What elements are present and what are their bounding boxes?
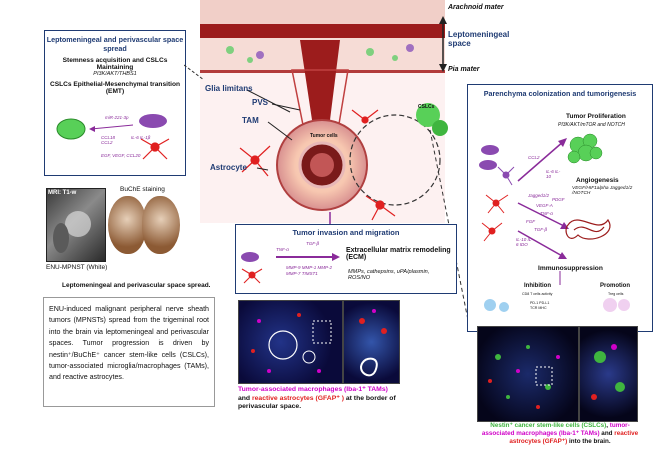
mri-label: MRI: T1-w xyxy=(48,190,77,196)
mir-label: miR-221-3p xyxy=(105,115,129,120)
invasion-cells xyxy=(241,252,340,284)
arachnoid-band xyxy=(200,0,445,24)
left-connector xyxy=(184,64,205,81)
right-caption-e: reactive astrocytes (GFAP⁺) xyxy=(509,430,639,445)
micro-right-left xyxy=(477,326,579,422)
par-jagged: Jagged1/2 xyxy=(528,193,550,198)
par-tgfb: TGF-β xyxy=(534,227,548,232)
penetrating-vessel xyxy=(300,40,340,120)
summary-text-box: ENU-induced malignant peripheral nerve s… xyxy=(43,297,215,407)
par-ccl2: CCL2 xyxy=(528,155,540,160)
ecm-title: Extracellular matrix remodeling (ECM) xyxy=(346,247,451,261)
par-fgf: FGF xyxy=(526,219,535,224)
pd-label: PD-1 PD-L1 TCR MHC xyxy=(530,301,550,310)
angio-path: VEGF/HIF1alpha Jagged1/2 /NOTCH xyxy=(572,186,633,196)
blood-vessel xyxy=(200,24,445,38)
label-pvs: PVS xyxy=(252,98,269,107)
invasion-box: Tumor invasion and migration TGF-β TNF-α… xyxy=(235,224,457,294)
label-tumor-cells: Tumor cells xyxy=(310,133,338,139)
astrocytes-group xyxy=(239,109,396,221)
parenchyma-title: Parenchyma colonization and tumorigenesi… xyxy=(483,89,637,98)
cslcs-cluster xyxy=(416,103,440,127)
stemness-path: PI3K/AKT/THBS1 xyxy=(93,71,137,77)
promotion-label: Promotion xyxy=(600,283,630,289)
label-pia: Pia mater xyxy=(448,66,480,73)
micro-mid-caption: Tumor-associated macrophages (Iba-1⁺ TAM… xyxy=(238,386,398,412)
meninges-illustration xyxy=(200,0,471,331)
par-vegf: VEGF-A xyxy=(536,203,553,208)
stemness-title: Stemness acquisition and CSLCs Maintaini… xyxy=(62,57,168,71)
micro-right-caption: Nestin⁺ cancer stem-like cells (CSLCs), … xyxy=(478,422,642,446)
label-glia: Glia limitans xyxy=(205,84,253,93)
label-leptomeningeal-space: Leptomeningeal space xyxy=(448,30,510,48)
egf-label: EGF, VEGF, CCL20 xyxy=(101,153,141,158)
right-caption-d: and xyxy=(599,430,615,437)
right-caption-c: tumor-associated macrophages (Iba-1⁺ TAM… xyxy=(481,422,630,437)
dashed-region xyxy=(349,114,441,206)
mid-caption-a: Tumor-associated macrophages (Iba-1⁺ TAM… xyxy=(238,386,388,393)
il-label: IL-6 IL-1β xyxy=(131,135,151,140)
mri-caption-1: ENU-MPNST (White) xyxy=(46,264,108,271)
mid-caption-d: at the border of perivascular space. xyxy=(238,394,396,411)
par-il6: IL-6 IL-10 xyxy=(546,169,561,179)
micro-mid-right xyxy=(343,300,400,384)
left-panel-title: Leptomeningeal and perivascular space sp… xyxy=(46,35,184,53)
cd8-label: CD8 T cells activity xyxy=(522,292,553,296)
parenchyma-illustration xyxy=(479,133,630,312)
label-arachnoid: Arachnoid mater xyxy=(448,4,504,11)
micro-mid-left xyxy=(238,300,343,384)
invasion-title: Tumor invasion and migration xyxy=(292,228,400,237)
prolif-path: PI3K/AKT/mTOR and NOTCH xyxy=(558,122,625,128)
ecm-sub: MMPs, cathepsins, uPA/plasmin, ROS/NO xyxy=(348,269,430,281)
right-caption-a: Nestin⁺ cancer stem-like cells (CSLCs) xyxy=(490,422,607,429)
invasion-tnf: TNF-α xyxy=(276,247,289,252)
treg-label: Treg cells xyxy=(608,292,624,296)
emt-title: CSLCs Epithelial-Mesenchymal transition … xyxy=(49,81,181,95)
micro-right-right xyxy=(579,326,638,422)
mri-image xyxy=(46,188,106,262)
buche-label: BuChE staining xyxy=(120,186,165,193)
par-il10: IL-10 IL-6 IDO xyxy=(516,237,533,247)
mid-caption-c: reactive astrocytes (GFAP⁺ ) xyxy=(251,394,344,402)
emt-cells-illustration xyxy=(56,114,170,160)
right-caption-b: , xyxy=(606,422,610,429)
par-pdgf: PDGF xyxy=(552,197,565,202)
mri-caption-2: Leptomeningeal and perivascular space sp… xyxy=(62,282,211,289)
left-panel: Leptomeningeal and perivascular space sp… xyxy=(44,30,186,176)
invasion-mmp: MMP-9 MMP-1 MMP-2 MMP-7 TIMST1 xyxy=(286,265,332,276)
par-tnf: TNF-α xyxy=(540,211,553,216)
angio-title: Angiogenesis xyxy=(576,177,619,184)
ccl-label: CCL18 CCL2 xyxy=(101,135,116,145)
label-tam: TAM xyxy=(242,116,259,125)
invasion-tgf: TGF-β xyxy=(306,241,320,246)
label-astrocyte: Astrocyte xyxy=(210,163,247,172)
inhibition-label: Inhibition xyxy=(524,283,551,289)
buche-image xyxy=(108,196,182,258)
mid-caption-b: and xyxy=(238,394,252,402)
immuno-title: Immunosuppression xyxy=(538,265,603,272)
summary-text: ENU-induced malignant peripheral nerve s… xyxy=(49,305,209,382)
prolif-title: Tumor Proliferation xyxy=(566,113,626,120)
right-caption-f: into the brain. xyxy=(567,438,611,445)
label-cslcs-small: CSLCs xyxy=(418,104,435,110)
parenchyma-box: Parenchyma colonization and tumorigenesi… xyxy=(467,84,653,332)
